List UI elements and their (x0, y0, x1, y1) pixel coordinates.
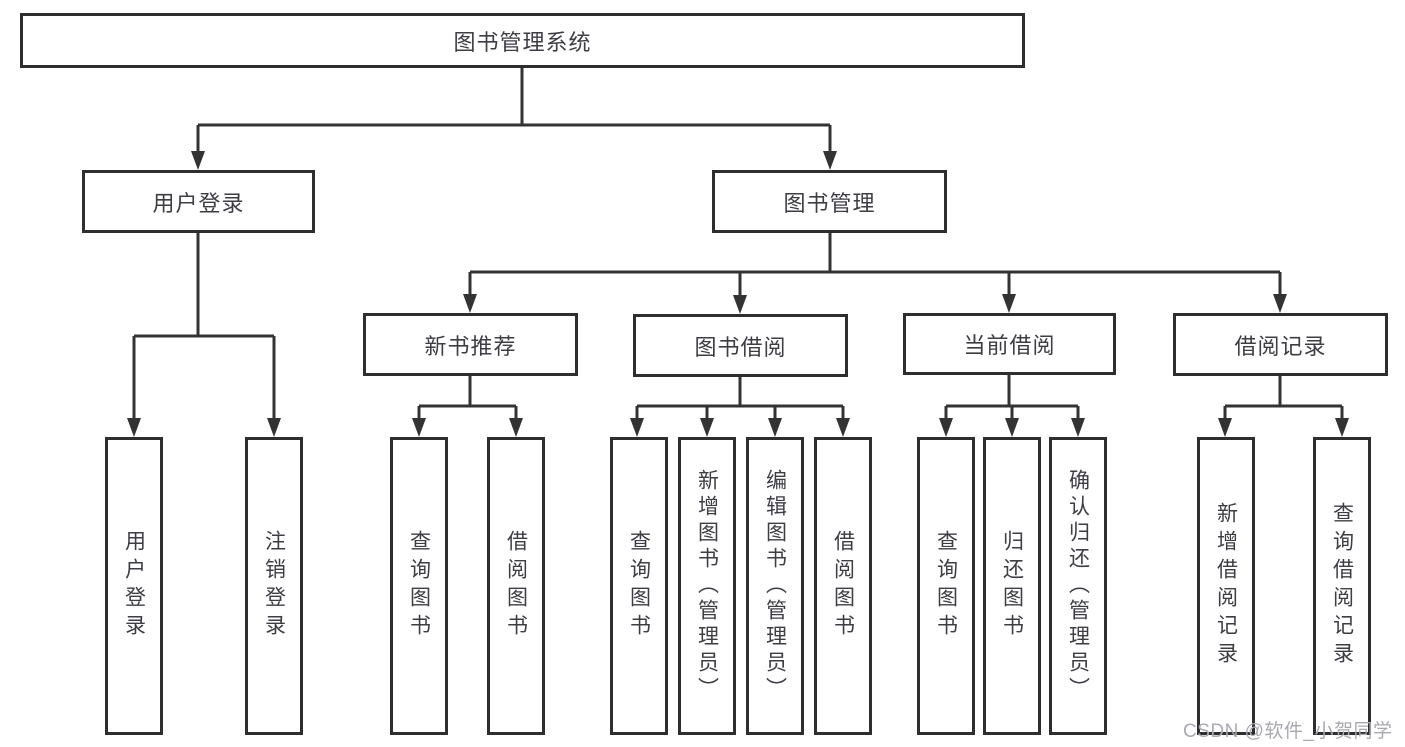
connector-borrow-to-leaves (635, 377, 845, 421)
node-leaf-confirm-return-admin: 确认归还（管理员） (1049, 437, 1107, 735)
node-leaf-query-books-current: 查询图书 (917, 437, 975, 735)
node-borrow-records: 借阅记录 (1173, 313, 1388, 376)
connector-userlogin-to-leaves (132, 233, 276, 421)
node-leaf-query-books-borrow: 查询图书 (610, 437, 668, 735)
connector-records-to-leaves (1223, 376, 1344, 421)
node-user-login: 用户登录 (82, 170, 315, 233)
node-leaf-query-books-recommend: 查询图书 (390, 437, 448, 735)
node-leaf-logout: 注销登录 (245, 437, 303, 735)
node-leaf-borrow-books: 借阅图书 (814, 437, 872, 735)
node-leaf-return-books: 归还图书 (983, 437, 1041, 735)
node-leaf-edit-books-admin: 编辑图书（管理员） (746, 437, 804, 735)
node-root-system: 图书管理系统 (20, 13, 1025, 68)
connector-current-to-leaves (944, 375, 1080, 421)
node-current-borrow: 当前借阅 (903, 313, 1116, 375)
node-leaf-borrow-books-recommend: 借阅图书 (487, 437, 545, 735)
node-book-borrow: 图书借阅 (633, 314, 848, 377)
connector-root-to-level2 (196, 68, 832, 154)
node-leaf-user-login: 用户登录 (105, 437, 163, 735)
node-book-management: 图书管理 (712, 170, 947, 233)
arrowheads (127, 151, 1349, 437)
node-leaf-add-books-admin: 新增图书（管理员） (678, 437, 736, 735)
node-new-book-recommend: 新书推荐 (363, 313, 578, 376)
node-leaf-add-borrow-record: 新增借阅记录 (1197, 437, 1255, 735)
connector-recommend-to-leaves (417, 376, 518, 421)
csdn-watermark: CSDN @软件_小贺同学 (1183, 721, 1393, 742)
connector-bookmgmt-to-level3 (468, 233, 1282, 297)
node-leaf-query-borrow-record: 查询借阅记录 (1313, 437, 1371, 735)
